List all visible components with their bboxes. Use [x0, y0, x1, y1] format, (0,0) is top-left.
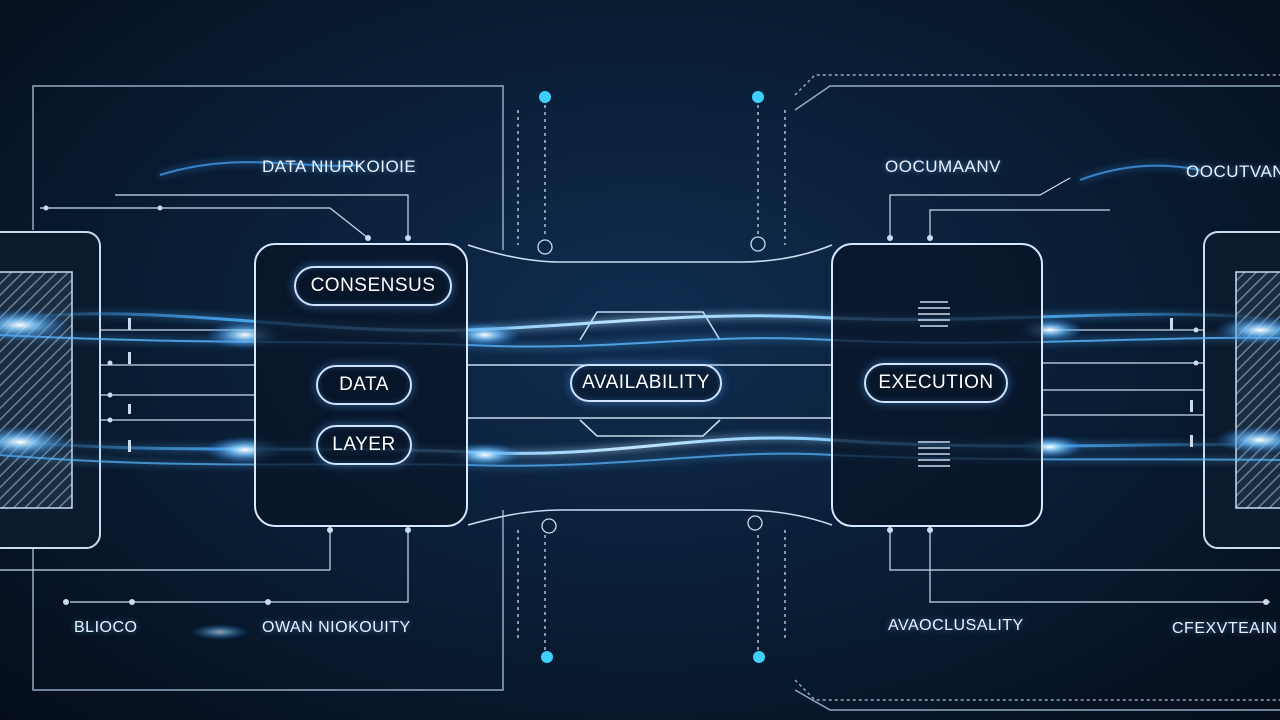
left-edge-device — [0, 231, 101, 549]
layer-pill: LAYER — [316, 425, 412, 465]
execution-bar-icon-bottom — [918, 441, 950, 467]
outer-frame-left — [32, 85, 504, 691]
label-bottom-left: BLIOCO — [74, 619, 138, 636]
consensus-pill: CONSENSUS — [294, 266, 452, 306]
label-top-far-right: OOCUTVANTV — [1186, 162, 1280, 181]
light-flares — [0, 309, 1280, 640]
right-ticks — [887, 235, 1269, 605]
outer-frame-right — [794, 74, 1280, 711]
bridge-connectors — [517, 105, 786, 650]
label-bottom-right-center: AVAOCLUSALITY — [888, 617, 1024, 634]
data-pill: DATA — [316, 365, 412, 405]
left-ticks — [43, 205, 411, 605]
label-top-left: DATA NIURKOIOIE — [262, 157, 417, 176]
side-wiring — [0, 177, 1280, 603]
label-bottom-left-center: OWAN NIOKOUITY — [262, 619, 411, 636]
label-top-right: OOCUMAANV — [885, 157, 1001, 176]
accent-dots — [539, 91, 765, 663]
execution-pill: EXECUTION — [864, 363, 1008, 403]
right-edge-device — [1203, 231, 1280, 549]
label-bottom-far-right: CFEXVTEAIN — [1172, 620, 1278, 637]
execution-bar-icon-top — [918, 301, 950, 327]
availability-pill: AVAILABILITY — [570, 364, 722, 402]
